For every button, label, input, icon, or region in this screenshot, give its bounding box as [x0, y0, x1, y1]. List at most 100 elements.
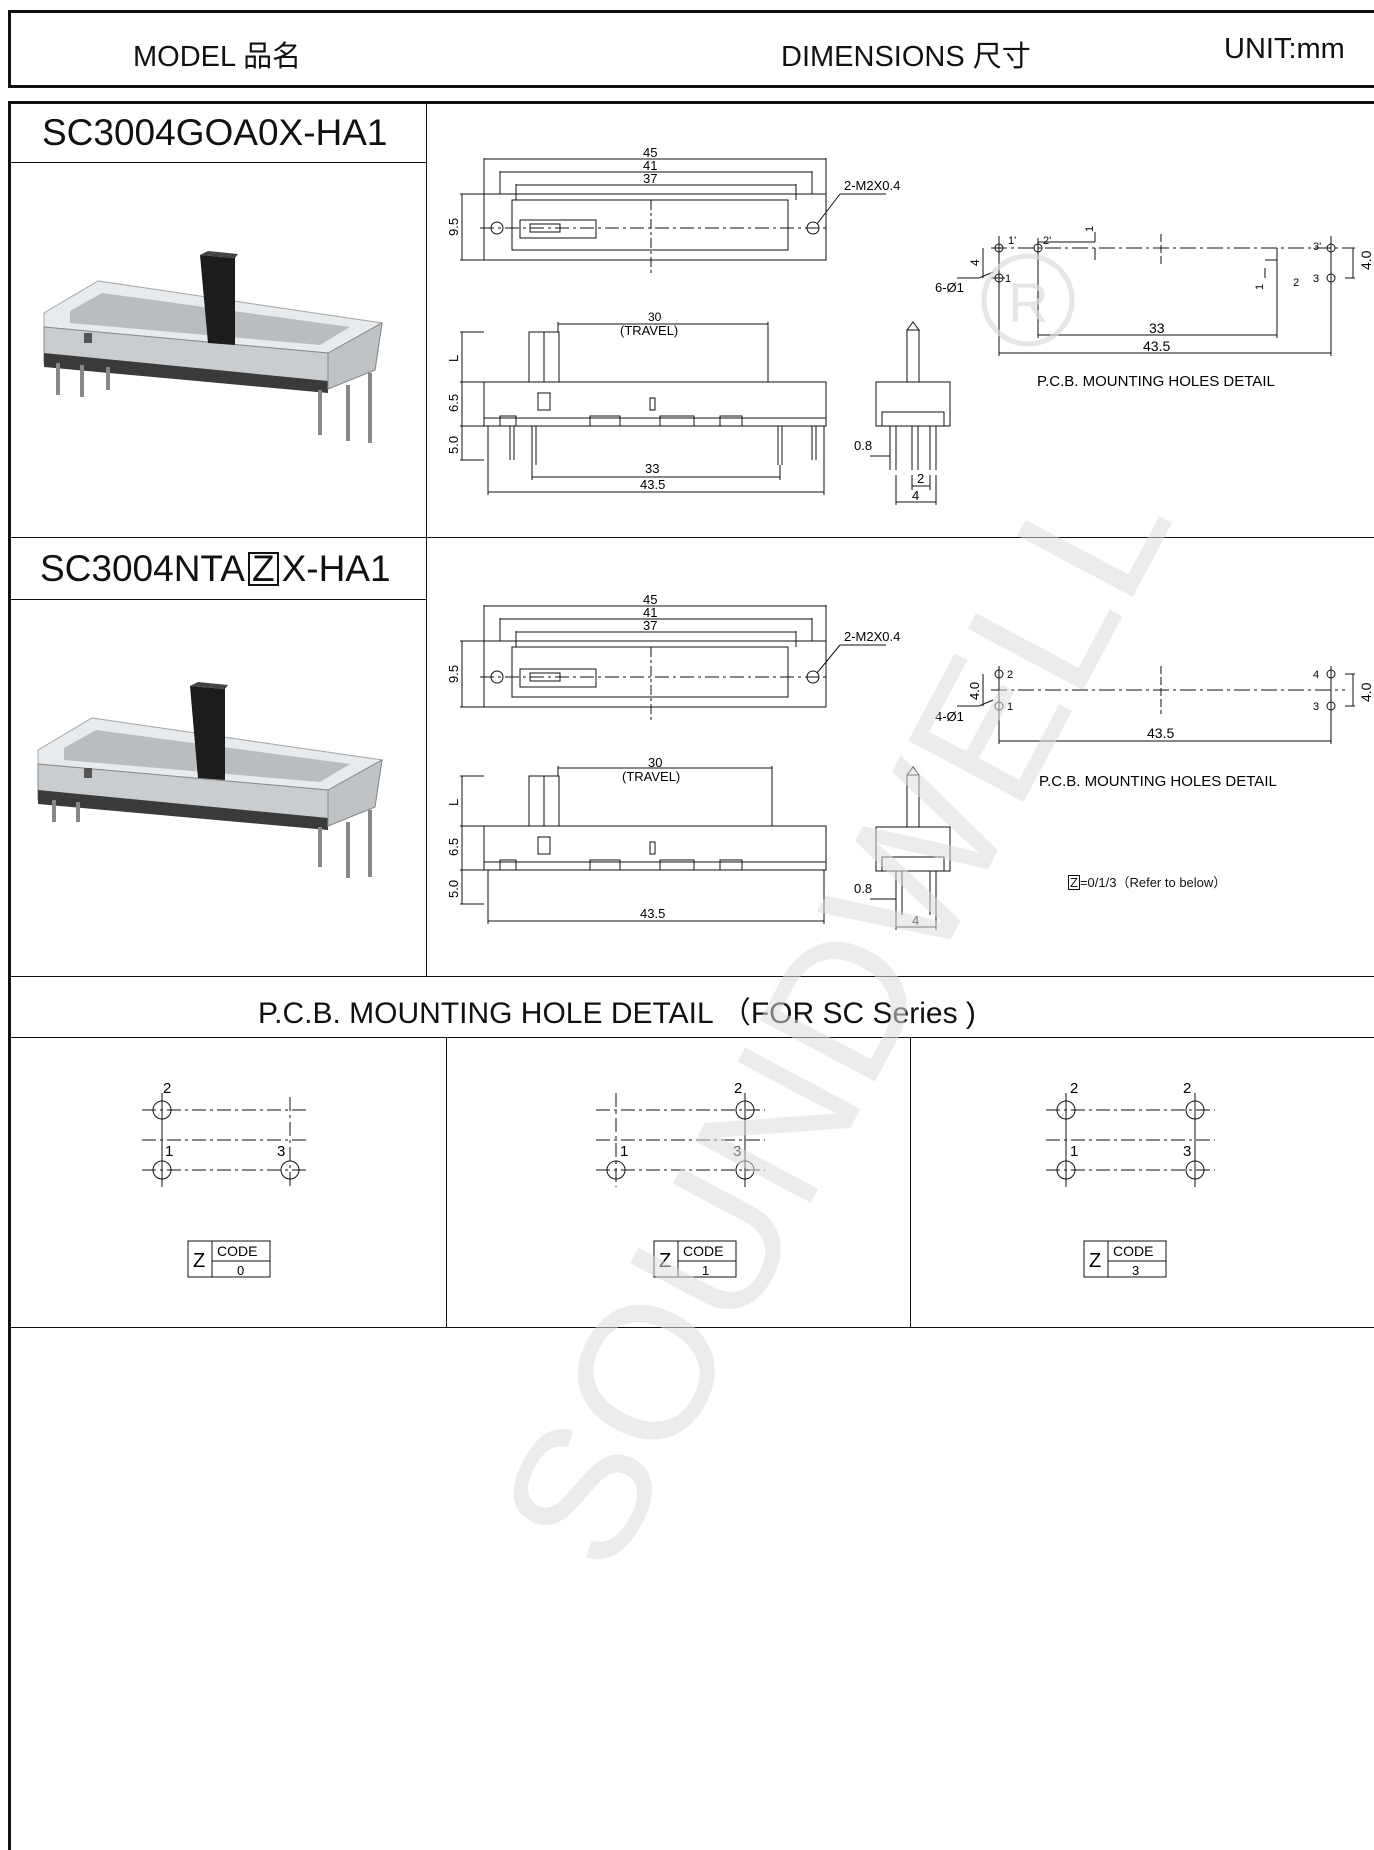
- unit-header: UNIT:mm: [1224, 33, 1345, 65]
- pcb-detail-1: 1' 1 2' 2 3' 3 4 4.0 1 1 6-Ø1 33 43.5 P.…: [935, 226, 1374, 390]
- model-header: MODEL 品名: [133, 41, 302, 73]
- dim-45: 45: [643, 145, 657, 160]
- dim-6-5: 6.5: [446, 838, 461, 856]
- pin-1-prime: 1': [1008, 235, 1016, 247]
- pin-1: 1: [620, 1143, 628, 1160]
- dim-4: 4: [912, 488, 919, 503]
- z-label: Z: [1089, 1250, 1101, 1272]
- pin-1: 1: [1007, 701, 1013, 713]
- model-variant-box: Z: [247, 550, 279, 587]
- end-view-drawing-2: 0.8 4: [854, 766, 951, 930]
- dim-33: 33: [1149, 320, 1165, 336]
- pcb-title: P.C.B. MOUNTING HOLES DETAIL: [1037, 373, 1275, 390]
- dim-height: 9.5: [446, 218, 461, 236]
- dim-41: 41: [643, 605, 657, 620]
- code-value: 3: [1132, 1263, 1139, 1278]
- dim-l: L: [446, 355, 461, 362]
- pin-2: 2: [1293, 277, 1299, 289]
- code-value: 0: [237, 1263, 244, 1278]
- pin-2-prime: 2': [1043, 235, 1051, 247]
- dim-4-0: 4.0: [1358, 250, 1374, 270]
- travel-value: 30: [648, 758, 662, 770]
- dim-l: L: [446, 799, 461, 806]
- note-text: =0/1/3（Refer to below）: [1079, 875, 1227, 890]
- dim-41: 41: [643, 158, 657, 173]
- row-divider: [8, 162, 426, 163]
- pin-1: 1: [1005, 273, 1011, 285]
- code-cell-3: 2 2 1 3 Z CODE 3: [1046, 1080, 1215, 1278]
- z-label: Z: [193, 1250, 205, 1272]
- pin-3-prime: 3': [1313, 241, 1321, 253]
- dim-0-8: 0.8: [854, 881, 872, 896]
- pin-2: 2: [163, 1080, 171, 1097]
- row-divider: [8, 599, 426, 600]
- pin-2: 2: [734, 1080, 742, 1097]
- holes-label: 6-Ø1: [935, 280, 964, 295]
- pin-3: 3: [1183, 1143, 1191, 1160]
- dim-4: 4: [968, 259, 982, 266]
- travel-value: 30: [648, 310, 662, 324]
- pin-3: 3: [277, 1143, 285, 1160]
- dim-2: 2: [917, 471, 924, 486]
- column-divider: [910, 1037, 911, 1327]
- product-photo-2: [37, 682, 384, 878]
- dim-43-5: 43.5: [1143, 338, 1170, 354]
- model-prefix: SC3004NTA: [40, 548, 245, 589]
- dim-45: 45: [643, 592, 657, 607]
- column-divider: [446, 1037, 447, 1327]
- code-label: CODE: [1113, 1243, 1153, 1259]
- code-label: CODE: [217, 1243, 257, 1259]
- pin-3: 3: [1313, 701, 1319, 713]
- holes-label: 4-Ø1: [935, 709, 964, 724]
- row-divider: [8, 1327, 1374, 1328]
- row-divider: [8, 976, 1374, 977]
- variant-note: Z=0/1/3（Refer to below）: [1068, 872, 1226, 891]
- pin-1: 1: [1070, 1143, 1078, 1160]
- side-view-drawing-2: 30 (TRAVEL) L 6.5 5.0 43.5: [446, 758, 827, 924]
- row-divider: [8, 537, 1374, 538]
- end-view-drawing-1: 0.8 2 4: [854, 321, 951, 505]
- code-cell-0: 2 1 3 Z CODE 0: [142, 1080, 310, 1278]
- code-cell-1: 2 1 3 Z CODE 1: [596, 1080, 765, 1278]
- code-value: 1: [702, 1263, 709, 1278]
- dim-43-5: 43.5: [640, 477, 665, 492]
- dim-37: 37: [643, 171, 657, 186]
- pin-3: 3: [1313, 273, 1319, 285]
- pcb-detail-2: 2 1 4 3 4.0 4.0 4-Ø1 43.5 P.C.B. MOUNTIN…: [935, 666, 1374, 790]
- pin-2-left: 2: [1070, 1080, 1078, 1097]
- travel-label: (TRAVEL): [622, 769, 680, 784]
- model-name-1: SC3004GOA0X-HA1: [42, 112, 388, 153]
- dim-4-0-left: 4.0: [967, 682, 982, 700]
- main-frame: [8, 101, 1374, 1850]
- note-box: Z: [1068, 875, 1080, 890]
- z-label: Z: [659, 1250, 671, 1272]
- dim-4: 4: [912, 913, 919, 928]
- header-bar: MODEL 品名 DIMENSIONS 尺寸 UNIT:mm: [8, 10, 1374, 88]
- top-view-drawing-1: 45 41 37 2-M2X0.4 9.5: [446, 145, 900, 274]
- pin-2-right: 2: [1183, 1080, 1191, 1097]
- section-title: P.C.B. MOUNTING HOLE DETAIL （FOR SC Seri…: [258, 997, 976, 1030]
- dim-43-5: 43.5: [1147, 725, 1174, 741]
- product-photo-1: [43, 251, 384, 443]
- column-divider: [426, 101, 427, 977]
- dimensions-header: DIMENSIONS 尺寸: [781, 41, 1031, 73]
- dim-5-0: 5.0: [446, 880, 461, 898]
- row-divider: [8, 1037, 1374, 1038]
- pcb-title: P.C.B. MOUNTING HOLES DETAIL: [1039, 773, 1277, 790]
- pin-3: 3: [733, 1143, 741, 1160]
- screw-label: 2-M2X0.4: [844, 629, 900, 644]
- screw-label: 2-M2X0.4: [844, 178, 900, 193]
- code-label: CODE: [683, 1243, 723, 1259]
- dim-4-0-right: 4.0: [1358, 682, 1374, 702]
- dim-0-8: 0.8: [854, 438, 872, 453]
- model-suffix: X-HA1: [281, 548, 391, 589]
- top-view-drawing-2: 45 41 37 2-M2X0.4 9.5: [446, 592, 900, 721]
- pin-4: 4: [1313, 669, 1319, 681]
- pin-2: 2: [1007, 669, 1013, 681]
- dim-33: 33: [645, 461, 659, 476]
- dim-1a: 1: [1084, 226, 1096, 232]
- travel-label: (TRAVEL): [620, 323, 678, 338]
- dim-5-0: 5.0: [446, 436, 461, 454]
- dim-43-5: 43.5: [640, 906, 665, 921]
